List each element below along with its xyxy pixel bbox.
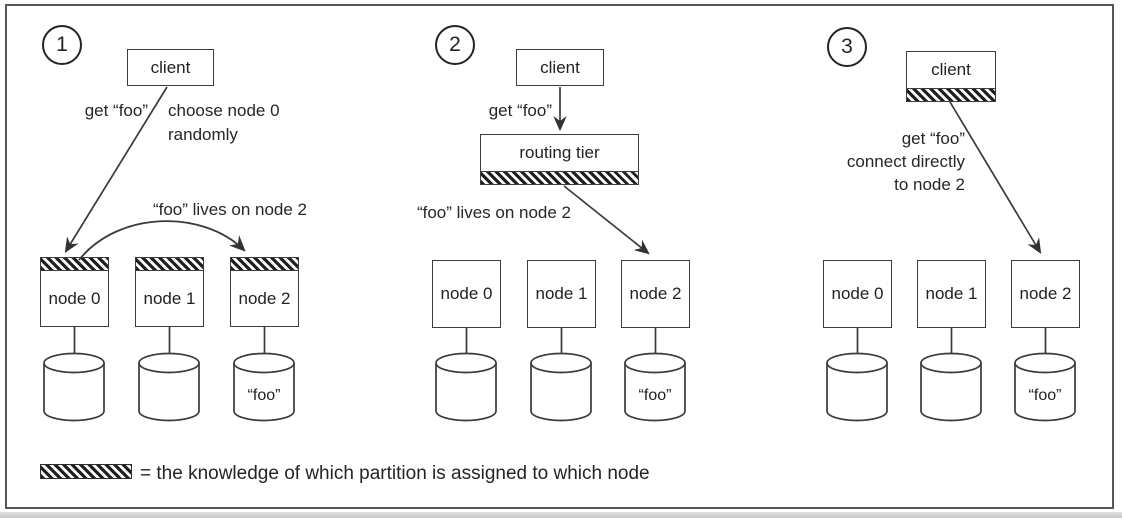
panel-2-client-box: client bbox=[516, 49, 604, 86]
note-line: randomly bbox=[168, 125, 238, 144]
note-line: to node 2 bbox=[894, 175, 965, 194]
partition-knowledge-hatch bbox=[907, 88, 995, 101]
note-line: choose node 0 bbox=[168, 101, 280, 120]
panel-2-badge-number: 2 bbox=[449, 33, 461, 56]
node-label: node 1 bbox=[925, 284, 978, 303]
client-label: client bbox=[150, 57, 191, 77]
node-label: node 1 bbox=[535, 284, 588, 303]
node-label: node 2 bbox=[629, 284, 682, 303]
node-box-0: node 0 bbox=[40, 257, 109, 327]
node-label: node 2 bbox=[1019, 284, 1072, 303]
note-line: get “foo” bbox=[901, 129, 965, 148]
panel-3-badge: 3 bbox=[827, 27, 867, 67]
client-label: client bbox=[931, 60, 971, 79]
client-label: client bbox=[540, 57, 580, 77]
node-box-1: node 1 bbox=[917, 260, 986, 328]
db-cylinder-foo: “foo” bbox=[623, 352, 687, 422]
node-box-1: node 1 bbox=[135, 257, 204, 327]
panel-1-lives-label: “foo” lives on node 2 bbox=[152, 200, 308, 219]
panel-2-badge: 2 bbox=[435, 25, 475, 65]
routing-tier-box: routing tier bbox=[480, 134, 639, 185]
panel-1-badge-number: 1 bbox=[56, 33, 68, 56]
db-cylinder-icon bbox=[826, 352, 888, 422]
db-cylinder bbox=[137, 352, 201, 422]
partition-knowledge-hatch bbox=[231, 258, 298, 271]
foo-value: “foo” bbox=[1028, 387, 1062, 404]
foo-value: “foo” bbox=[638, 387, 672, 404]
db-cylinder-foo: “foo” bbox=[1013, 352, 1077, 422]
db-cylinder-icon bbox=[43, 352, 105, 422]
legend-text: = the knowledge of which partition is as… bbox=[140, 463, 650, 484]
note-line: connect directly bbox=[846, 152, 965, 171]
db-cylinder-icon bbox=[138, 352, 200, 422]
routing-tier-label: routing tier bbox=[519, 143, 600, 162]
node-label: node 0 bbox=[48, 288, 101, 308]
node-label: node 0 bbox=[440, 284, 493, 303]
panel-3-badge-number: 3 bbox=[841, 35, 853, 58]
panel-2-lives-label: “foo” lives on node 2 bbox=[416, 203, 572, 222]
node-label: node 2 bbox=[238, 288, 291, 308]
legend-hatch-swatch bbox=[40, 464, 132, 479]
node-box-2: node 2 bbox=[621, 260, 690, 328]
panel-2-request-label: get “foo” bbox=[488, 101, 552, 120]
db-cylinder-icon bbox=[233, 352, 295, 422]
foo-value: “foo” bbox=[247, 387, 281, 404]
panel-3-client-box: client bbox=[906, 51, 996, 102]
node-box-0: node 0 bbox=[432, 260, 501, 328]
db-cylinder-foo: “foo” bbox=[232, 352, 296, 422]
panel-1-request-label: get “foo” bbox=[84, 101, 148, 120]
node-box-2: node 2 bbox=[1011, 260, 1080, 328]
db-cylinder bbox=[42, 352, 106, 422]
page-bottom-edge bbox=[0, 512, 1122, 518]
db-cylinder bbox=[529, 352, 593, 422]
node-box-2: node 2 bbox=[230, 257, 299, 327]
panel-1-note: choose node 0 randomly bbox=[168, 99, 308, 147]
db-cylinder-icon bbox=[920, 352, 982, 422]
node-box-1: node 1 bbox=[527, 260, 596, 328]
db-cylinder bbox=[919, 352, 983, 422]
partition-knowledge-hatch bbox=[481, 171, 638, 184]
node-box-0: node 0 bbox=[823, 260, 892, 328]
panel-1-client-box: client bbox=[127, 49, 214, 86]
partition-knowledge-hatch bbox=[41, 258, 108, 271]
db-cylinder bbox=[434, 352, 498, 422]
db-cylinder-icon bbox=[530, 352, 592, 422]
db-cylinder bbox=[825, 352, 889, 422]
db-cylinder-icon bbox=[624, 352, 686, 422]
db-cylinder-icon bbox=[1014, 352, 1076, 422]
db-cylinder-icon bbox=[435, 352, 497, 422]
node-label: node 0 bbox=[831, 284, 884, 303]
panel-3-note: get “foo” connect directly to node 2 bbox=[778, 127, 965, 196]
panel-1-badge: 1 bbox=[42, 25, 82, 65]
partition-knowledge-hatch bbox=[136, 258, 203, 271]
node-label: node 1 bbox=[143, 288, 196, 308]
